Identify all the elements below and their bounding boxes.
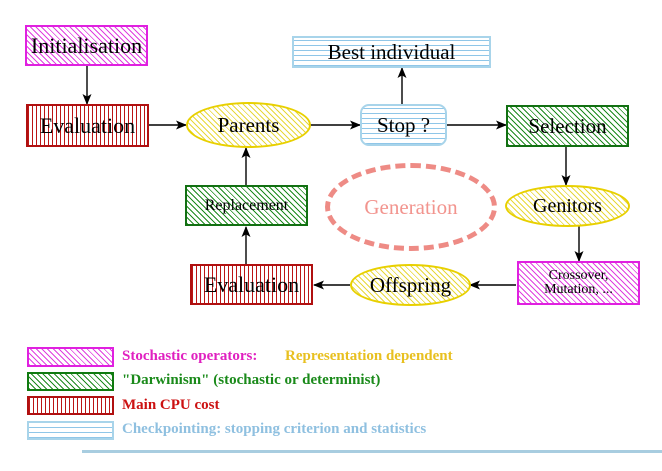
generation-ellipse: Generation	[325, 163, 497, 251]
legend-label-stochastic-operators: Stochastic operators:	[122, 348, 258, 364]
legend-swatch-darwinism	[27, 372, 114, 391]
node-parents-label: Parents	[217, 112, 280, 137]
node-selection-label: Selection	[528, 113, 607, 138]
node-parents[interactable]: Parents	[186, 102, 311, 148]
node-evaluation-top[interactable]: Evaluation	[26, 104, 149, 147]
node-stop-label: Stop ?	[376, 112, 431, 137]
node-replacement[interactable]: Replacement	[185, 185, 308, 226]
node-genitors-label: Genitors	[533, 195, 602, 217]
legend-swatch-main-cpu-cost	[27, 396, 114, 415]
node-stop[interactable]: Stop ?	[360, 104, 447, 146]
legend-swatch-checkpointing	[27, 421, 114, 440]
node-best-individual-label: Best individual	[327, 39, 456, 64]
node-selection[interactable]: Selection	[506, 105, 629, 147]
node-replacement-label: Replacement	[204, 196, 289, 214]
node-evaluation-bottom[interactable]: Evaluation	[190, 264, 313, 305]
legend-label-checkpointing: Checkpointing: stopping criterion and st…	[122, 421, 427, 437]
node-best-individual[interactable]: Best individual	[292, 36, 491, 68]
node-evaluation-top-label: Evaluation	[39, 112, 136, 138]
node-genitors[interactable]: Genitors	[505, 185, 630, 227]
legend-label-darwinism: "Darwinism" (stochastic or determinist)	[122, 372, 381, 388]
node-crossover-line2: Mutation, ...	[544, 282, 613, 297]
generation-label: Generation	[364, 194, 458, 219]
node-evaluation-bottom-label: Evaluation	[203, 271, 300, 297]
node-offspring[interactable]: Offspring	[350, 264, 471, 306]
node-offspring-label: Offspring	[369, 272, 452, 297]
legend-swatch-stochastic-operators	[27, 347, 114, 367]
node-initialisation[interactable]: Initialisation	[25, 25, 148, 66]
node-crossover-line1: Crossover,	[548, 268, 609, 283]
node-crossover-mutation[interactable]: Crossover, Mutation, ...	[517, 261, 640, 305]
legend-label-main-cpu-cost: Main CPU cost	[122, 397, 220, 413]
legend-label-representation-dependent: Representation dependent	[285, 348, 453, 364]
node-initialisation-label: Initialisation	[30, 32, 143, 58]
bottom-divider	[82, 450, 662, 453]
